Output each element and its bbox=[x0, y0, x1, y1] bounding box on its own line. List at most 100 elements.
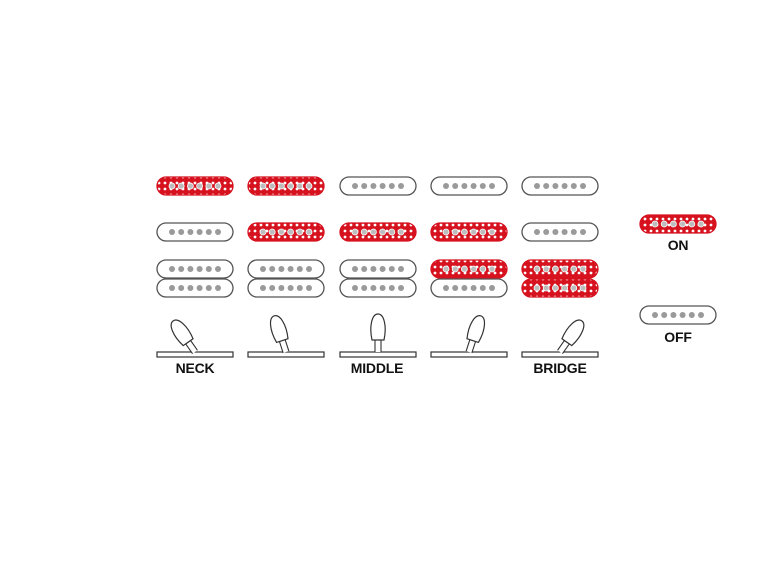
pole-piece bbox=[277, 182, 285, 190]
pole-piece bbox=[196, 266, 203, 272]
pole-piece bbox=[379, 228, 387, 236]
pole-piece bbox=[488, 265, 496, 273]
pole-piece bbox=[379, 183, 386, 189]
pole-piece bbox=[570, 229, 577, 235]
pole-piece bbox=[287, 285, 294, 291]
bridge-humbucker-coil-2 bbox=[156, 278, 234, 298]
pole-piece bbox=[168, 182, 176, 190]
pole-piece bbox=[398, 183, 404, 189]
pole-piece bbox=[260, 285, 266, 291]
pole-piece bbox=[442, 228, 450, 236]
pole-piece bbox=[443, 285, 449, 291]
pole-piece bbox=[268, 182, 276, 190]
pole-piece bbox=[452, 183, 459, 189]
pole-piece bbox=[177, 182, 185, 190]
pole-piece bbox=[305, 182, 313, 190]
pole-piece bbox=[570, 265, 578, 273]
pole-piece bbox=[360, 228, 368, 236]
pole-piece bbox=[361, 266, 368, 272]
pole-piece bbox=[470, 228, 478, 236]
legend-on-pickup bbox=[639, 214, 717, 234]
pole-piece bbox=[187, 285, 194, 291]
pole-piece bbox=[398, 266, 404, 272]
bridge-humbucker-coil-2 bbox=[430, 278, 508, 298]
neck-pickup bbox=[339, 176, 417, 196]
switch-plate bbox=[430, 351, 508, 358]
pole-piece bbox=[352, 266, 358, 272]
pole-piece bbox=[542, 265, 550, 273]
bridge-humbucker-coil-2 bbox=[339, 278, 417, 298]
pole-piece bbox=[187, 229, 194, 235]
pole-piece bbox=[351, 228, 359, 236]
switch-plate bbox=[247, 351, 325, 358]
pole-piece bbox=[479, 285, 486, 291]
middle-pickup bbox=[339, 222, 417, 242]
pole-piece bbox=[489, 285, 495, 291]
bridge-humbucker-coil-1 bbox=[247, 259, 325, 279]
pole-piece bbox=[361, 183, 368, 189]
legend-off-label: OFF bbox=[664, 329, 692, 345]
pole-piece bbox=[542, 284, 550, 292]
switch-lever-tip bbox=[557, 319, 585, 355]
pole-piece bbox=[352, 285, 358, 291]
pole-piece bbox=[488, 228, 496, 236]
position-column-p5 bbox=[521, 176, 599, 358]
pole-piece bbox=[579, 265, 587, 273]
position-label-neck: NECK bbox=[176, 360, 215, 376]
pole-piece bbox=[688, 312, 695, 318]
pole-piece bbox=[534, 183, 540, 189]
pole-piece bbox=[552, 183, 559, 189]
switch-lever-tip bbox=[170, 319, 198, 355]
pole-piece bbox=[169, 229, 175, 235]
pole-piece bbox=[296, 285, 303, 291]
pole-piece bbox=[215, 285, 221, 291]
pole-piece bbox=[259, 228, 267, 236]
middle-pickup bbox=[430, 222, 508, 242]
pole-piece bbox=[397, 228, 405, 236]
pole-piece bbox=[370, 266, 377, 272]
pole-piece bbox=[552, 265, 559, 273]
pole-piece bbox=[570, 284, 578, 292]
pole-piece bbox=[452, 285, 459, 291]
bridge-humbucker-coil-1 bbox=[521, 259, 599, 279]
legend-on-label: ON bbox=[668, 237, 689, 253]
pole-piece bbox=[196, 285, 203, 291]
pole-piece bbox=[388, 285, 395, 291]
pole-piece bbox=[205, 182, 213, 190]
position-label-middle: MIDDLE bbox=[351, 360, 403, 376]
pole-piece bbox=[461, 285, 468, 291]
pole-piece bbox=[178, 229, 185, 235]
position-column-p2 bbox=[247, 176, 325, 358]
switch-lever-tip bbox=[269, 315, 290, 354]
switch-lever-tip bbox=[465, 315, 486, 354]
pole-piece bbox=[260, 266, 266, 272]
pole-piece bbox=[296, 182, 304, 190]
pole-piece bbox=[580, 229, 586, 235]
pole-piece bbox=[652, 312, 658, 318]
pole-piece bbox=[178, 285, 185, 291]
selector-switch bbox=[430, 315, 508, 358]
pole-piece bbox=[479, 183, 486, 189]
pole-piece bbox=[398, 285, 404, 291]
pole-piece bbox=[205, 229, 212, 235]
selector-switch bbox=[156, 319, 234, 358]
pole-piece bbox=[470, 285, 477, 291]
position-column-p1 bbox=[156, 176, 234, 358]
pole-piece bbox=[661, 312, 668, 318]
pole-piece bbox=[561, 183, 568, 189]
pole-piece bbox=[470, 183, 477, 189]
pole-piece bbox=[205, 266, 212, 272]
pole-piece bbox=[269, 285, 276, 291]
pole-piece bbox=[287, 266, 294, 272]
pole-piece bbox=[388, 266, 395, 272]
bridge-humbucker-coil-2 bbox=[247, 278, 325, 298]
position-label-bridge: BRIDGE bbox=[533, 360, 586, 376]
pole-piece bbox=[169, 285, 175, 291]
middle-pickup bbox=[156, 222, 234, 242]
pole-piece bbox=[169, 266, 175, 272]
switch-plate bbox=[156, 351, 234, 358]
pole-piece bbox=[460, 265, 468, 273]
pole-piece bbox=[361, 285, 368, 291]
pole-piece bbox=[570, 183, 577, 189]
pole-piece bbox=[697, 220, 705, 228]
